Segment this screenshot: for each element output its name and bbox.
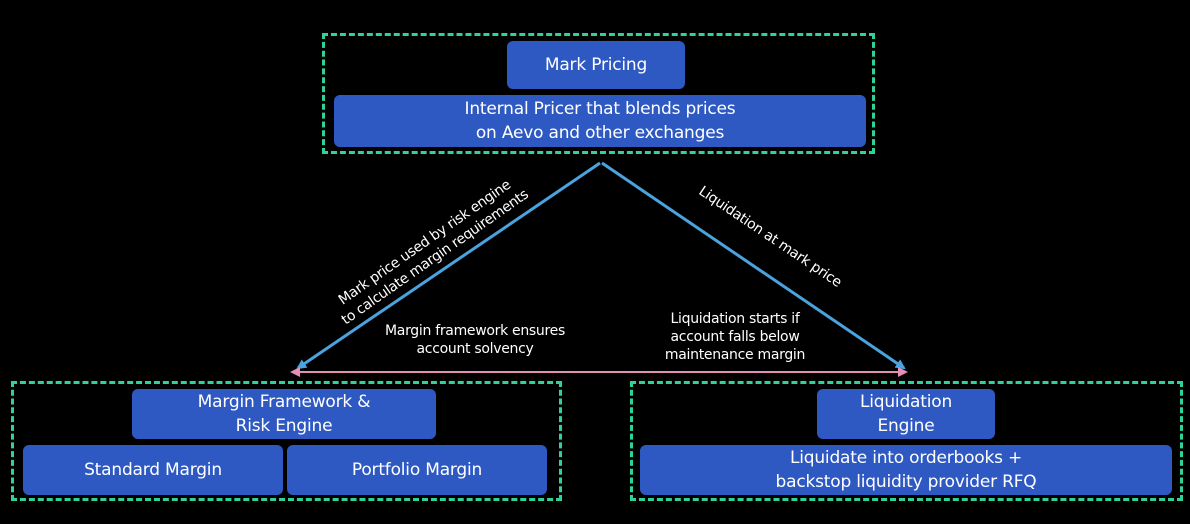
margin-framework-title: Margin Framework & Risk Engine [132, 389, 436, 439]
internal-pricer-box: Internal Pricer that blends prices on Ae… [334, 95, 866, 147]
arrow-to-liquidation-engine [601, 161, 906, 370]
portfolio-margin-box: Portfolio Margin [287, 445, 547, 495]
mark-pricing-group [322, 33, 875, 154]
liquidation-engine-title: Liquidation Engine [817, 389, 995, 439]
bottom-left-edge-label: Margin framework ensures account solvenc… [385, 323, 565, 357]
bottom-right-edge-label: Liquidation starts if account falls belo… [664, 311, 806, 363]
liquidate-orderbooks-box: Liquidate into orderbooks + backstop liq… [640, 445, 1172, 495]
mark-pricing-title: Mark Pricing [507, 41, 685, 89]
arrow-to-margin-framework [296, 161, 601, 370]
margin-framework-group [11, 381, 562, 501]
liquidation-engine-group [630, 381, 1183, 501]
standard-margin-box: Standard Margin [23, 445, 283, 495]
